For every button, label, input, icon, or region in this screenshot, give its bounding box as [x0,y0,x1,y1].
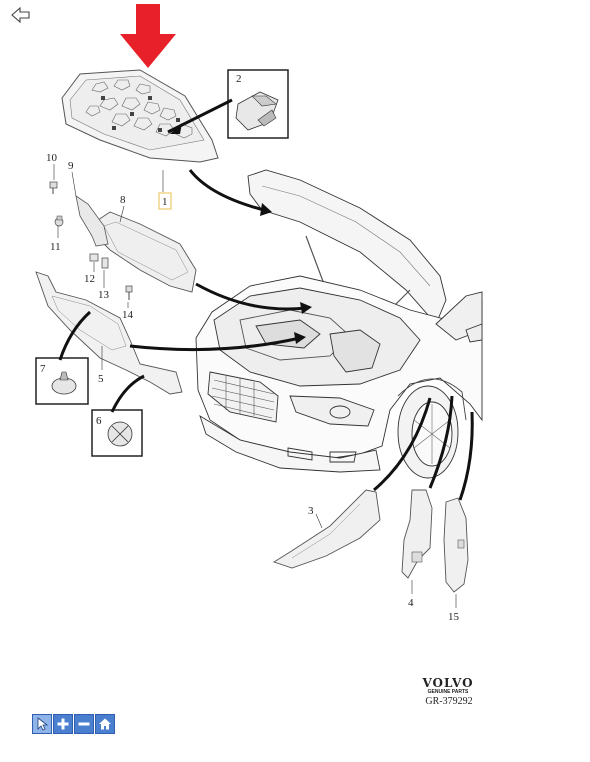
callout-5: 5 [98,373,104,385]
callout-13: 13 [98,289,110,301]
callout-12: 12 [84,273,95,285]
brand-name: VOLVO [422,676,474,690]
callout-4: 4 [408,597,414,609]
callout-14: 14 [122,309,134,321]
callout-1: 1 [162,196,168,208]
back-arrow-icon [11,6,30,24]
callout-7: 7 [40,363,46,375]
brand-logo: VOLVO GENUINE PARTS [418,676,478,695]
part-7-inset[interactable] [35,357,89,405]
part-10-bolt[interactable] [49,181,58,194]
part-8-side-panel[interactable] [95,211,197,293]
callout-15: 15 [448,611,460,623]
home-icon [99,718,111,730]
callout-11: 11 [50,241,61,253]
home-button[interactable] [95,714,115,734]
plus-icon [57,718,69,730]
pointer-icon [37,717,49,731]
zoom-in-button[interactable] [53,714,73,734]
part-1-splash-shield[interactable] [61,69,219,163]
viewer-toolbar [32,714,115,734]
back-button[interactable] [10,6,32,24]
part-9-bracket[interactable] [75,195,109,247]
part-2-inset[interactable] [227,69,289,139]
callout-10: 10 [46,152,58,164]
part-3-wheelarch-liner[interactable] [272,489,381,569]
part-14-screw[interactable] [125,285,133,300]
brand-tagline: GENUINE PARTS [427,689,469,695]
part-4-mudflap[interactable] [401,489,433,579]
part-5-lower-cover[interactable] [35,271,183,395]
leader-arrows [129,169,474,501]
callout-3: 3 [308,505,314,517]
highlight-arrow [120,4,176,68]
callout-8: 8 [120,194,126,206]
part-1-label-box [158,192,172,210]
part-13-clip[interactable] [101,257,109,269]
part-15-trim-strip[interactable] [443,497,469,593]
callout-2: 2 [236,73,242,85]
callout-9: 9 [68,160,74,172]
car-front-illustration [195,169,483,479]
pointer-button[interactable] [32,714,52,734]
part-6-inset[interactable] [91,409,143,457]
diagram-reference: GR-379292 [425,696,473,707]
zoom-out-button[interactable] [74,714,94,734]
callout-6: 6 [96,415,102,427]
part-11-nut[interactable] [54,215,64,227]
part-12-clip[interactable] [89,253,99,262]
minus-icon [78,722,90,726]
